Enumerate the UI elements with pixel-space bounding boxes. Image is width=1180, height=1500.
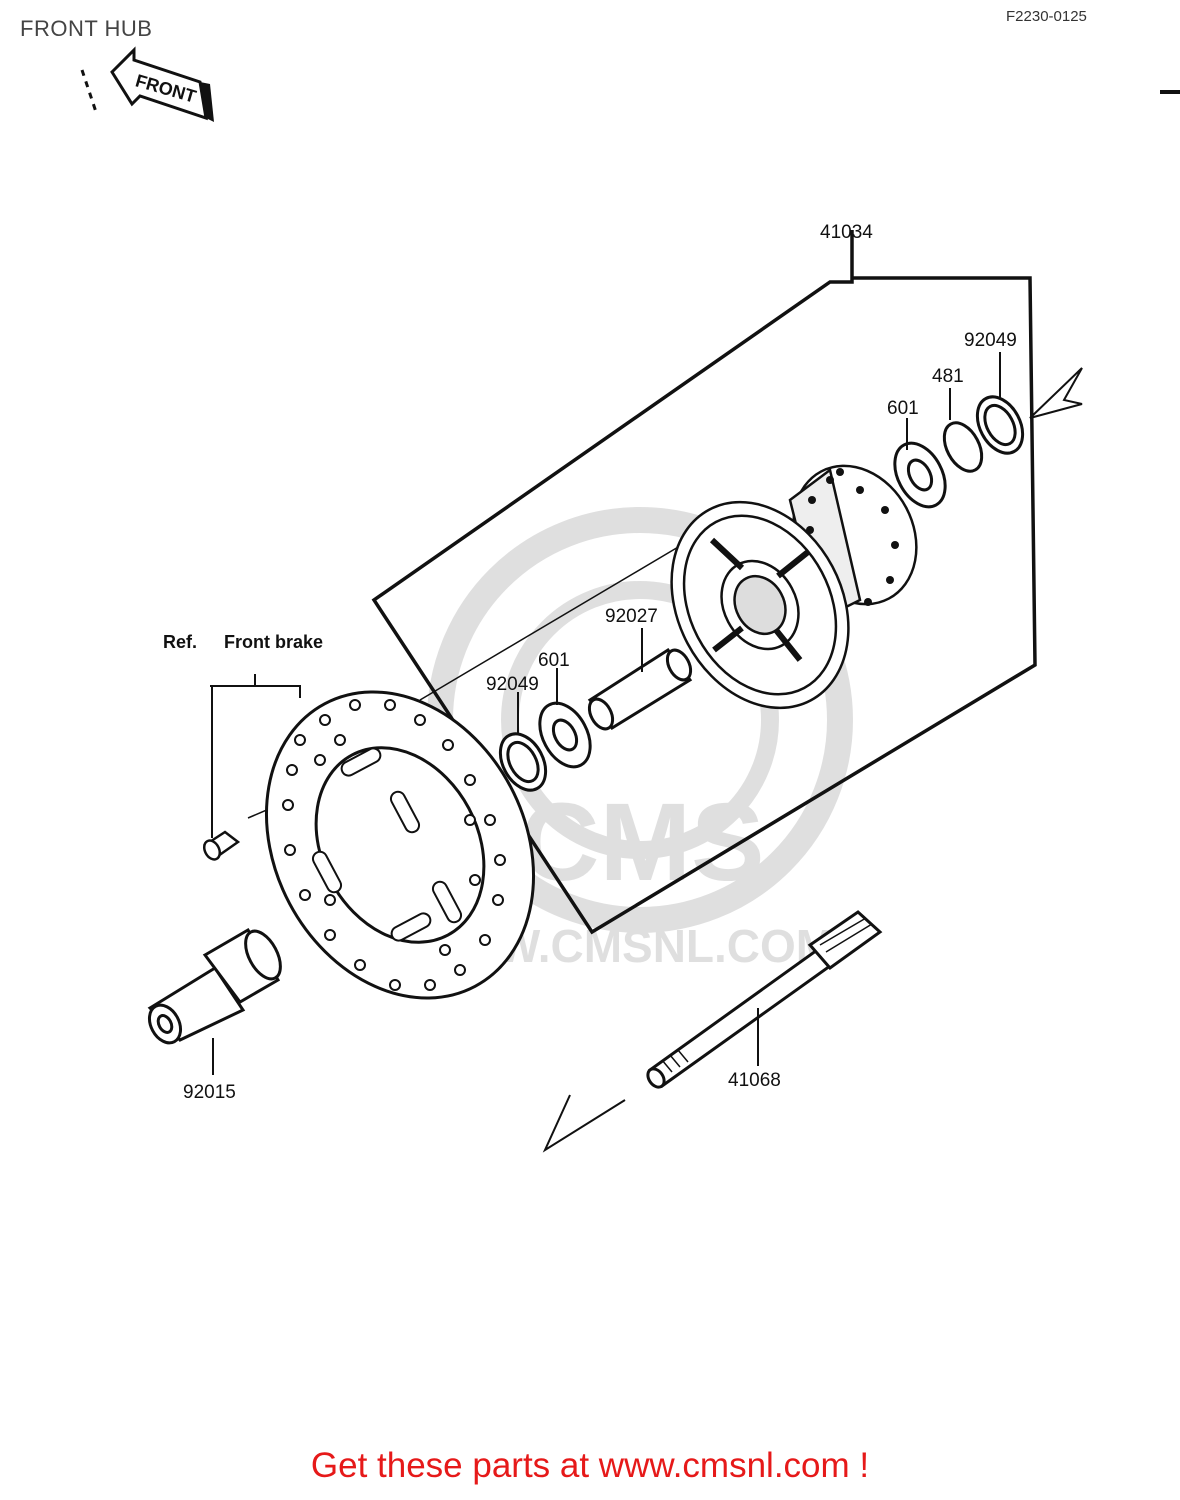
label-92015: 92015 — [183, 1082, 236, 1103]
disc-bolt — [202, 830, 241, 861]
oil-seal-left — [498, 732, 548, 792]
label-92049-right: 92049 — [964, 330, 1017, 351]
bearing-right — [893, 441, 947, 509]
spacer-tube — [587, 647, 693, 731]
footer-link[interactable]: Get these parts at www.cmsnl.com ! — [0, 1446, 1180, 1486]
label-92049-left: 92049 — [486, 674, 539, 695]
collar — [147, 927, 282, 1045]
front-arrow: FRONT — [80, 46, 214, 122]
label-ref: Ref. — [163, 632, 197, 652]
footer-link-text[interactable]: Get these parts at www.cmsnl.com ! — [310, 1446, 870, 1485]
figure-code: F2230-0125 — [1006, 8, 1087, 25]
circlip — [942, 421, 984, 473]
label-41068: 41068 — [728, 1070, 781, 1091]
label-41034: 41034 — [820, 222, 873, 243]
hub-body — [670, 464, 918, 710]
watermark-logo: CMS — [520, 781, 764, 904]
oil-seal-right — [975, 395, 1025, 455]
label-front-brake: Front brake — [224, 632, 323, 652]
bearing-left — [538, 701, 592, 769]
label-92027: 92027 — [605, 606, 658, 627]
page-title: FRONT HUB — [20, 16, 153, 41]
label-481: 481 — [932, 366, 964, 387]
label-601-left: 601 — [538, 650, 570, 671]
label-601-right: 601 — [887, 398, 919, 419]
axle-shaft — [646, 910, 883, 1089]
